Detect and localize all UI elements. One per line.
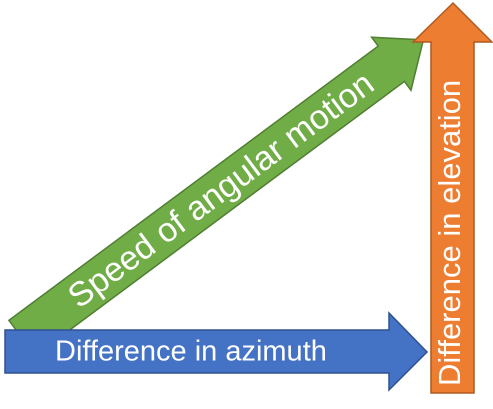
azimuth-arrow-shape	[4, 311, 429, 392]
azimuth-arrow-label: Difference in azimuth	[55, 336, 327, 368]
speed-arrow-shape	[7, 36, 425, 357]
speed-arrow-label: Speed of angular motion	[61, 64, 381, 315]
elevation-arrow-label: Difference in elevation	[432, 80, 467, 386]
speed-of-angular-motion-arrow: Speed of angular motion	[7, 36, 425, 357]
difference-in-elevation-arrow: Difference in elevation	[411, 1, 493, 394]
difference-in-azimuth-arrow: Difference in azimuth	[4, 311, 429, 392]
elevation-arrow-shape	[411, 1, 493, 394]
